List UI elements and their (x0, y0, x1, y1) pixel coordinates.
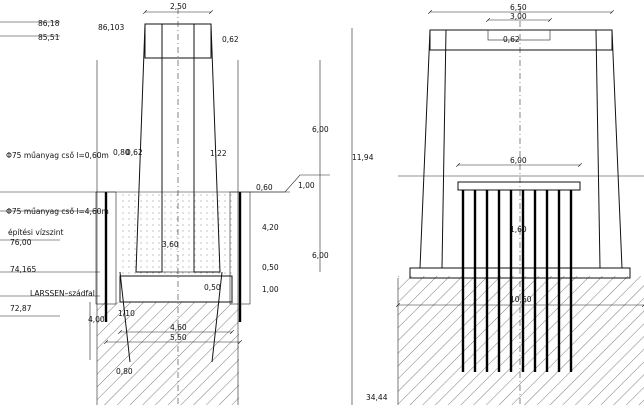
sheet-pile-label: LARSSEN–szádfal (30, 289, 95, 298)
dim-inner-width: 6,00 (510, 156, 527, 165)
dim-small-1: 0,60 (256, 183, 273, 192)
left-section: 86,18 86,103 85,51 Φ75 műanyag cső l=0,6… (0, 2, 388, 405)
dim-height-total: 11,94 (352, 153, 374, 162)
dim-base-h: 0,50 (262, 263, 279, 272)
dim-offset-b: 0,62 (126, 148, 143, 157)
dim-top-h: 0,62 (503, 35, 520, 44)
dim-inner-h: 1,60 (510, 225, 527, 234)
dim-bottom-elevation: 34,44 (366, 393, 388, 402)
elevation-label: 76,00 (10, 238, 32, 247)
dim-bottom-small: 0,80 (116, 367, 133, 376)
pipe-label: Φ75 műanyag cső l=0,60m (6, 151, 109, 160)
dim-base-step: 0,50 (204, 283, 221, 292)
elevation-label: 74,165 (10, 265, 36, 274)
dim-height-lower: 6,00 (312, 251, 329, 260)
pile-group (461, 190, 573, 372)
dim-top-width: 2,50 (170, 2, 187, 11)
elevation-label: 86,103 (98, 23, 124, 32)
right-section: 6,50 3,00 0,62 6,00 1,60 10,60 (398, 3, 644, 405)
soil-hatch-right (398, 276, 644, 405)
dim-top-inner: 3,00 (510, 12, 527, 21)
dim-offset-c: 1,22 (210, 149, 227, 158)
dim-top-outer: 6,50 (510, 3, 527, 12)
dim-offset-a: 0,80 (113, 148, 130, 157)
pipe-label: Φ75 műanyag cső l=4,60m (6, 207, 109, 216)
dim-height-mid: 4,20 (262, 223, 279, 232)
construction-water-level-label: építési vízszint (8, 228, 64, 237)
dim-base-h2: 1,00 (262, 285, 279, 294)
dim-small-2: 1,00 (298, 181, 315, 190)
shaft-wall-right (595, 29, 623, 269)
dim-top-height: 0,62 (222, 35, 239, 44)
dim-pile-depth: 4,00 (88, 315, 105, 324)
dim-base-inner: 3,60 (162, 240, 179, 249)
dim-base-width: 10,60 (510, 295, 532, 304)
concrete-base-left (119, 275, 233, 303)
elevation-label: 85,51 (38, 33, 60, 42)
shaft-wall-left (419, 29, 447, 269)
dim-base-width-1: 4,60 (170, 323, 187, 332)
elevation-label: 72,87 (10, 304, 32, 313)
soil-hatch-left (97, 302, 239, 405)
dim-slope: 1/10 (118, 309, 135, 318)
dim-height-upper: 6,00 (312, 125, 329, 134)
elevation-label: 86,18 (38, 19, 60, 28)
dim-base-width-2: 5,50 (170, 333, 187, 342)
